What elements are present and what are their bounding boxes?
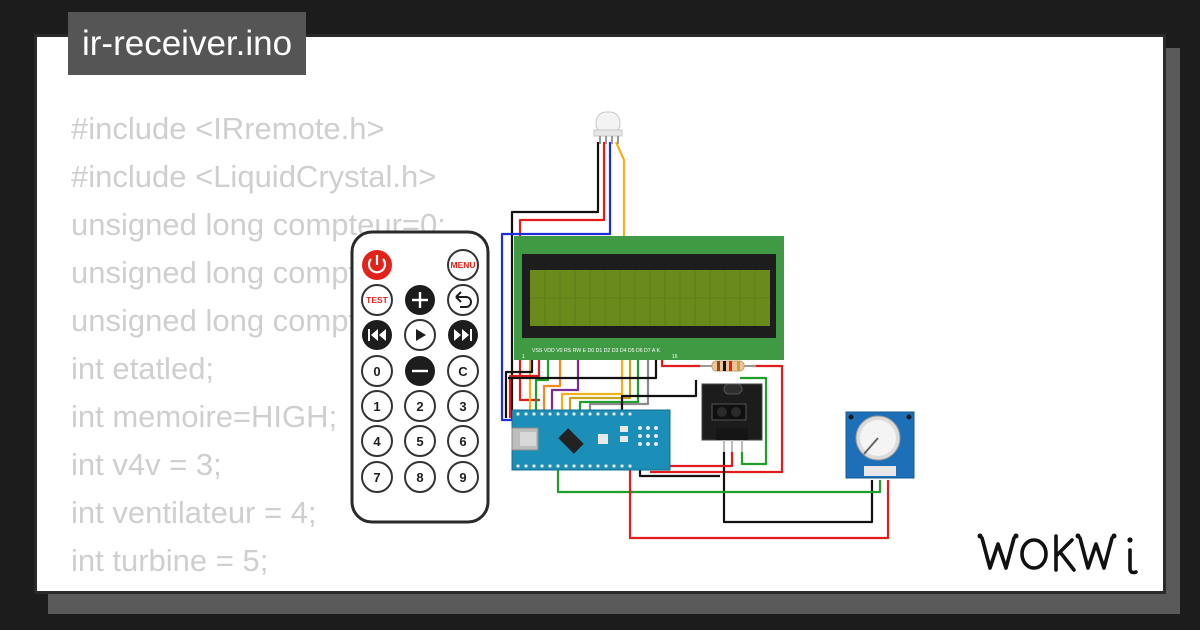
code-background: #include <IRremote.h> #include <LiquidCr… — [71, 105, 463, 591]
wire-red — [518, 142, 606, 402]
play-button[interactable] — [404, 319, 436, 351]
lcd-pin-sixteen: 16 — [672, 354, 678, 360]
arduino-nano[interactable] — [511, 409, 671, 471]
zero-button[interactable]: 0 — [361, 355, 393, 387]
resistor[interactable] — [700, 360, 756, 372]
back-button[interactable] — [447, 284, 479, 316]
wire-red — [650, 364, 784, 474]
wire-green — [534, 356, 550, 414]
digit-label: 7 — [373, 470, 380, 485]
power-button[interactable] — [362, 250, 392, 280]
rewind-icon — [371, 329, 386, 341]
c-button[interactable]: C — [447, 355, 479, 387]
lcd-pin-one: 1 — [522, 354, 525, 360]
lcd-display[interactable]: VSS VDD V0 RS RW E D0 D1 D2 D3 D4 D5 D6 … — [514, 236, 784, 360]
wire-grey — [588, 356, 650, 414]
code-line: #include <LiquidCrystal.h> — [71, 159, 437, 194]
test-button[interactable]: TEST — [361, 284, 393, 316]
digit-button-9[interactable]: 9 — [447, 461, 479, 493]
rgb-led[interactable] — [593, 111, 623, 144]
wire-red — [628, 470, 890, 540]
wire-black — [638, 470, 720, 478]
wire-black — [510, 142, 600, 420]
digit-button-3[interactable]: 3 — [447, 390, 479, 422]
digit-label: 8 — [416, 470, 423, 485]
minus-button[interactable] — [405, 356, 435, 386]
code-line: int etatled; — [71, 351, 215, 386]
test-label: TEST — [366, 295, 389, 305]
digit-label: 6 — [459, 434, 466, 449]
digit-button-7[interactable]: 7 — [361, 461, 393, 493]
c-label: C — [458, 364, 468, 379]
potentiometer[interactable] — [845, 411, 915, 479]
code-line: int v4v = 3; — [71, 447, 222, 482]
previous-button[interactable] — [362, 320, 392, 350]
lcd-pin-labels: VSS VDD V0 RS RW E D0 D1 D2 D3 D4 D5 D6 … — [532, 348, 660, 354]
wire-black — [620, 380, 698, 414]
digit-button-1[interactable]: 1 — [361, 390, 393, 422]
zero-label: 0 — [373, 364, 380, 379]
wire-orange — [542, 356, 562, 414]
ir-receiver-module[interactable] — [701, 383, 763, 452]
wire-green — [556, 470, 882, 494]
back-arrow-icon — [455, 291, 472, 308]
menu-button[interactable]: MENU — [447, 249, 479, 281]
digit-button-8[interactable]: 8 — [404, 461, 436, 493]
code-line: int memoire=HIGH; — [71, 399, 338, 434]
play-icon — [416, 329, 426, 341]
digit-label: 1 — [373, 399, 380, 414]
wire-red — [650, 452, 734, 468]
digit-label: 3 — [459, 399, 466, 414]
digit-label: 5 — [416, 434, 423, 449]
next-button[interactable] — [448, 320, 478, 350]
digit-button-5[interactable]: 5 — [404, 425, 436, 457]
wire-green — [740, 376, 768, 466]
wire-black — [508, 356, 658, 380]
digit-label: 9 — [459, 470, 466, 485]
wire-black — [504, 356, 534, 418]
digit-label: 2 — [416, 399, 423, 414]
wokwi-logo — [977, 533, 1138, 575]
knob-indicator — [863, 437, 879, 455]
wire-black — [722, 452, 874, 524]
digit-label: 4 — [373, 434, 381, 449]
code-line: int turbine = 5; — [71, 543, 269, 578]
digit-button-2[interactable]: 2 — [404, 390, 436, 422]
menu-label: MENU — [450, 260, 475, 270]
fast-forward-icon — [454, 329, 469, 341]
wire-red — [508, 356, 541, 418]
plus-button[interactable] — [405, 285, 435, 315]
code-line: #include <IRremote.h> — [71, 111, 385, 146]
wire-yellow — [560, 356, 624, 414]
digit-button-6[interactable]: 6 — [447, 425, 479, 457]
ir-remote[interactable]: MENU TEST — [350, 230, 490, 524]
digit-button-4[interactable]: 4 — [361, 425, 393, 457]
wire-purple — [550, 356, 580, 414]
file-title: ir-receiver.ino — [68, 12, 307, 75]
code-line: int ventilateur = 4; — [71, 495, 317, 530]
